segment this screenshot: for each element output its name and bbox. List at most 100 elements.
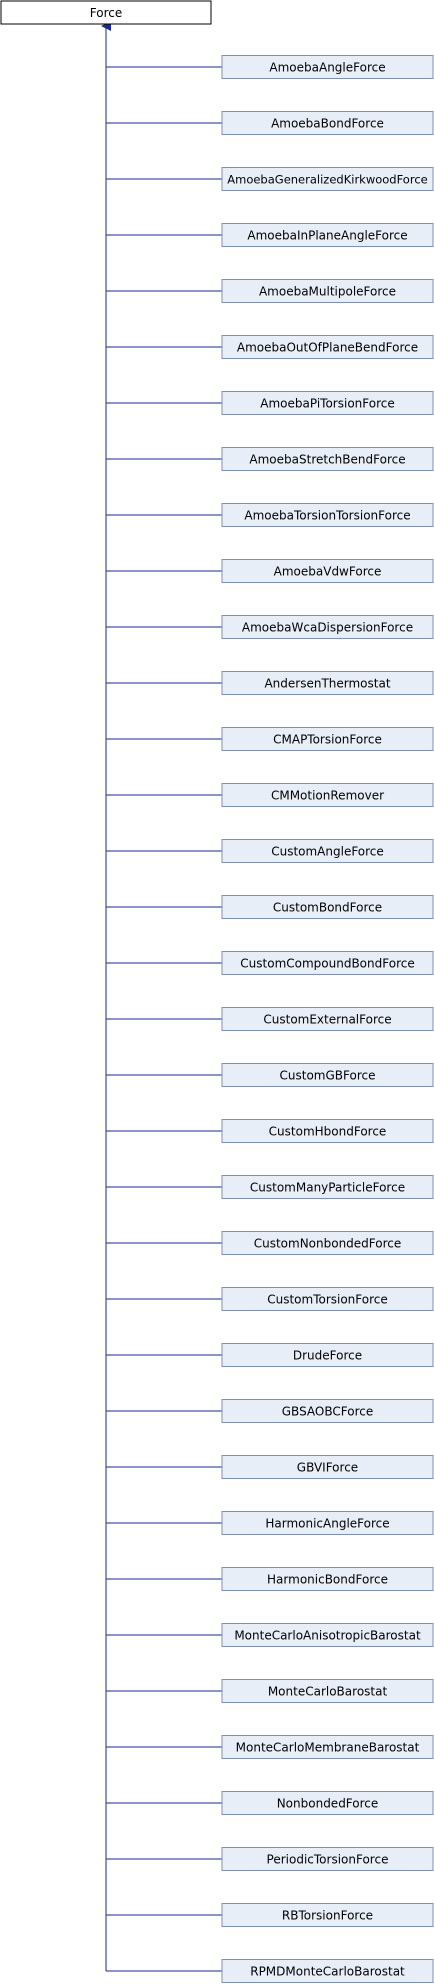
class-node[interactable]: AndersenThermostat: [221, 671, 434, 695]
class-node-box: [221, 1679, 434, 1703]
class-node[interactable]: MonteCarloBarostat: [221, 1679, 434, 1703]
class-node-label: MonteCarloMembraneBarostat: [236, 1741, 420, 1755]
class-node-label: AmoebaMultipoleForce: [259, 285, 396, 299]
class-node[interactable]: CustomGBForce: [221, 1063, 434, 1087]
class-node[interactable]: AmoebaWcaDispersionForce: [221, 615, 434, 639]
class-node[interactable]: CustomManyParticleForce: [221, 1175, 434, 1199]
class-node-box: [221, 1847, 434, 1871]
class-node[interactable]: DrudeForce: [221, 1343, 434, 1367]
class-node-box: [221, 279, 434, 303]
class-node-label: HarmonicAngleForce: [265, 1517, 389, 1531]
class-node-box: [221, 1063, 434, 1087]
class-node[interactable]: CustomBondForce: [221, 895, 434, 919]
class-node-box: [221, 1231, 434, 1255]
class-node-label: AmoebaPiTorsionForce: [260, 397, 394, 411]
class-node-label: AmoebaBondForce: [271, 117, 384, 131]
class-node-box: [221, 1511, 434, 1535]
class-node-label: AmoebaGeneralizedKirkwoodForce: [227, 173, 427, 187]
class-node[interactable]: AmoebaStretchBendForce: [221, 447, 434, 471]
class-node-box: [221, 1007, 434, 1031]
class-node-box: [221, 1903, 434, 1927]
class-node-label: CMAPTorsionForce: [273, 733, 382, 747]
class-node-box: [221, 1175, 434, 1199]
class-node-box: [221, 223, 434, 247]
class-node[interactable]: CustomAngleForce: [221, 839, 434, 863]
class-node[interactable]: PeriodicTorsionForce: [221, 1847, 434, 1871]
class-node-box: [221, 671, 434, 695]
class-node-label: AmoebaOutOfPlaneBendForce: [237, 341, 418, 355]
class-node-label: MonteCarloBarostat: [268, 1685, 388, 1699]
class-node-box: [221, 1287, 434, 1311]
class-node-box: [221, 1791, 434, 1815]
class-node[interactable]: CustomCompoundBondForce: [221, 951, 434, 975]
class-node-label: CMMotionRemover: [271, 789, 384, 803]
class-node[interactable]: AmoebaVdwForce: [221, 559, 434, 583]
class-node[interactable]: AmoebaBondForce: [221, 111, 434, 135]
class-node-box: [221, 503, 434, 527]
class-node-label: AmoebaInPlaneAngleForce: [247, 229, 407, 243]
class-node-box: [221, 1567, 434, 1591]
class-node[interactable]: HarmonicAngleForce: [221, 1511, 434, 1535]
class-node-label: CustomHbondForce: [269, 1125, 387, 1139]
class-node-label: AndersenThermostat: [264, 677, 390, 691]
class-node-box: [221, 839, 434, 863]
class-node-label: CustomBondForce: [273, 901, 382, 915]
class-node-box: [221, 447, 434, 471]
class-node[interactable]: MonteCarloMembraneBarostat: [221, 1735, 434, 1759]
class-node-label: GBSAOBCForce: [282, 1405, 373, 1419]
class-node-box: [221, 1343, 434, 1367]
class-node[interactable]: RBTorsionForce: [221, 1903, 434, 1927]
class-node[interactable]: AmoebaMultipoleForce: [221, 279, 434, 303]
class-node-label: AmoebaTorsionTorsionForce: [244, 509, 410, 523]
class-node-box: [221, 167, 434, 191]
class-node-box: [221, 111, 434, 135]
class-node[interactable]: AmoebaTorsionTorsionForce: [221, 503, 434, 527]
class-node-label: CustomTorsionForce: [267, 1293, 388, 1307]
class-node[interactable]: CMAPTorsionForce: [221, 727, 434, 751]
class-node[interactable]: CustomHbondForce: [221, 1119, 434, 1143]
class-node-box: [221, 615, 434, 639]
class-node-box: [221, 55, 434, 79]
class-node[interactable]: AmoebaGeneralizedKirkwoodForce: [221, 167, 434, 191]
class-node-box: [221, 1455, 434, 1479]
class-node[interactable]: MonteCarloAnisotropicBarostat: [221, 1623, 434, 1647]
class-node[interactable]: CustomExternalForce: [221, 1007, 434, 1031]
class-node[interactable]: CustomTorsionForce: [221, 1287, 434, 1311]
class-node[interactable]: AmoebaPiTorsionForce: [221, 391, 434, 415]
class-node[interactable]: AmoebaInPlaneAngleForce: [221, 223, 434, 247]
root-node[interactable]: Force: [0, 0, 212, 25]
class-node-label: RPMDMonteCarloBarostat: [250, 1965, 405, 1979]
class-node-label: AmoebaStretchBendForce: [249, 453, 405, 467]
class-node-box: [221, 391, 434, 415]
class-node-label: NonbondedForce: [277, 1797, 379, 1811]
class-node-label: HarmonicBondForce: [267, 1573, 388, 1587]
class-node-label: PeriodicTorsionForce: [267, 1853, 389, 1867]
class-node-label: CustomExternalForce: [263, 1013, 391, 1027]
class-node[interactable]: HarmonicBondForce: [221, 1567, 434, 1591]
class-node[interactable]: NonbondedForce: [221, 1791, 434, 1815]
class-node[interactable]: RPMDMonteCarloBarostat: [221, 1959, 434, 1983]
class-node-box: [221, 1735, 434, 1759]
class-node[interactable]: CustomNonbondedForce: [221, 1231, 434, 1255]
class-node-label: RBTorsionForce: [282, 1909, 373, 1923]
class-node-label: AmoebaWcaDispersionForce: [242, 621, 413, 635]
class-node-box: [221, 559, 434, 583]
edges-group: [101, 21, 222, 1972]
class-node[interactable]: GBVIForce: [221, 1455, 434, 1479]
class-node-label: MonteCarloAnisotropicBarostat: [234, 1629, 421, 1643]
class-node[interactable]: CMMotionRemover: [221, 783, 434, 807]
class-node[interactable]: GBSAOBCForce: [221, 1399, 434, 1423]
children-group: AmoebaAngleForceAmoebaBondForceAmoebaGen…: [221, 55, 434, 1983]
class-node-label: CustomAngleForce: [271, 845, 384, 859]
class-node-box: [221, 951, 434, 975]
class-node-label: AmoebaVdwForce: [274, 565, 382, 579]
class-node-label: GBVIForce: [297, 1461, 358, 1475]
class-node[interactable]: AmoebaAngleForce: [221, 55, 434, 79]
class-node[interactable]: AmoebaOutOfPlaneBendForce: [221, 335, 434, 359]
class-node-label: CustomManyParticleForce: [250, 1181, 405, 1195]
class-node-label: CustomCompoundBondForce: [240, 957, 414, 971]
class-node-label: CustomNonbondedForce: [254, 1237, 402, 1251]
class-node-label: DrudeForce: [293, 1349, 362, 1363]
class-node-label: CustomGBForce: [280, 1069, 376, 1083]
